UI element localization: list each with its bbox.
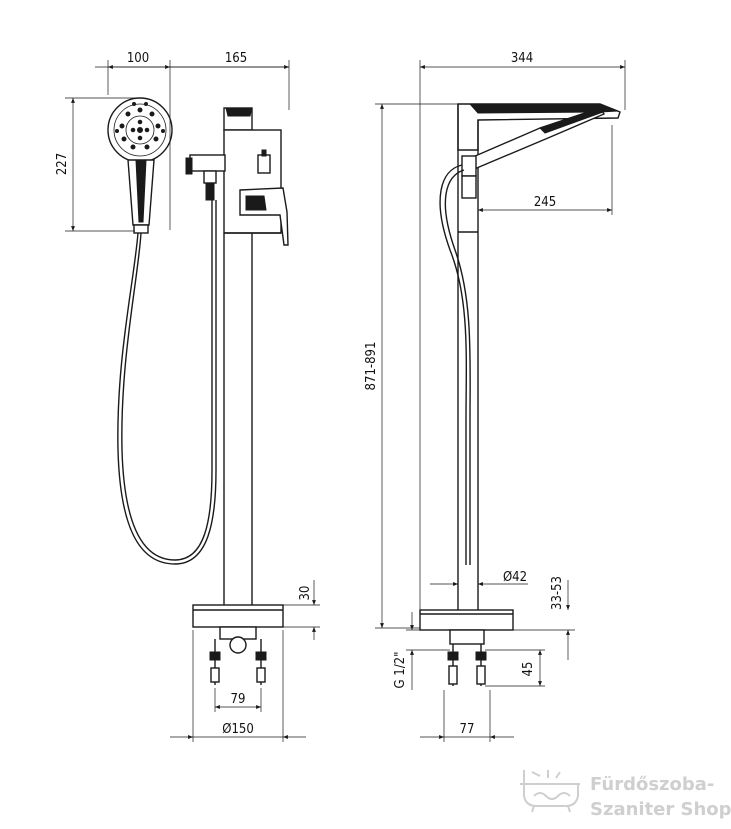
- right-view: 344 245 871-891 Ø42 33-53 G 1/2" 45 77: [364, 51, 626, 742]
- dimension-lines-left: [65, 60, 320, 742]
- side-column: [457, 103, 621, 610]
- side-floor-connectors: [447, 629, 487, 686]
- column: [223, 107, 282, 605]
- mixer-lever: [239, 149, 289, 246]
- side-hand-shower: [461, 107, 606, 199]
- dim-connector-height: 45: [521, 662, 536, 677]
- hand-shower: [107, 97, 173, 234]
- base-plate: [192, 604, 284, 628]
- watermark-line2: Szaniter Shop: [590, 799, 731, 820]
- dim-connector-width: 77: [460, 722, 475, 737]
- dim-base-height: 30: [298, 586, 313, 601]
- dim-floor-adjust: 33-53: [550, 576, 565, 610]
- bathtub-icon: [520, 770, 580, 813]
- dim-total-height: 871-891: [364, 342, 379, 391]
- dim-handshower-height: 227: [55, 153, 70, 175]
- dim-connection-spacing: 79: [231, 692, 246, 707]
- dim-column-diameter: Ø42: [503, 570, 527, 585]
- hose: [121, 200, 213, 561]
- watermark-line1: Fürdőszoba-: [590, 774, 714, 795]
- dim-thread: G 1/2": [393, 652, 408, 689]
- holder: [185, 154, 226, 201]
- dim-spout-reach: 245: [534, 195, 556, 210]
- watermark: Fürdőszoba- Szaniter Shop: [520, 770, 731, 820]
- dimension-lines-right: [375, 60, 626, 742]
- floor-connectors: [209, 626, 267, 685]
- left-view: 100 165 227 30 79 Ø150: [55, 51, 320, 742]
- dim-spout-offset: 165: [225, 51, 247, 66]
- dim-base-diameter: Ø150: [222, 722, 254, 737]
- dim-handshower-width: 100: [127, 51, 149, 66]
- dim-total-reach: 344: [511, 51, 533, 66]
